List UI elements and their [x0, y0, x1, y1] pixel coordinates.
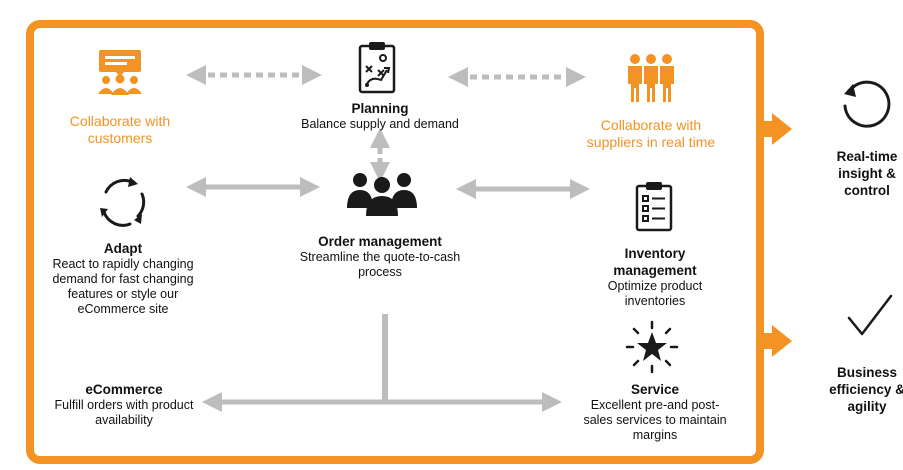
collaborate-suppliers-label: Collaborate with suppliers in real time [586, 117, 716, 150]
presentation-group-icon [98, 50, 142, 95]
adapt-desc: React to rapidly changing demand for fas… [52, 257, 194, 316]
adapt-title: Adapt [103, 241, 143, 256]
ecommerce-node: eCommerce Fulfill orders with product av… [46, 381, 202, 428]
order-management-desc: Streamline the quote-to-cash process [299, 250, 461, 279]
checklist-clipboard-icon [635, 182, 673, 232]
order-management-node: Order management Streamline the quote-to… [285, 233, 475, 280]
outcome-insight-label: Real-time insight & control [836, 149, 898, 198]
refresh-cycle-icon [100, 177, 146, 227]
ecommerce-title: eCommerce [85, 382, 163, 397]
inventory-management-desc: Optimize product inventories [607, 279, 703, 308]
strategy-clipboard-icon [358, 42, 396, 94]
inventory-management-node: Inventory management Optimize product in… [590, 245, 720, 309]
order-management-title: Order management [318, 234, 442, 249]
inventory-management-title: Inventory management [613, 246, 697, 278]
orange-arrow-insight [756, 113, 792, 145]
planning-desc: Balance supply and demand [301, 117, 459, 131]
collaborate-customers-label: Collaborate with customers [69, 113, 171, 146]
people-group-icon [628, 54, 674, 102]
service-title: Service [630, 382, 680, 397]
adapt-node: Adapt React to rapidly changing demand f… [48, 240, 198, 317]
checkmark-icon [847, 294, 893, 336]
ecommerce-desc: Fulfill orders with product availability [54, 398, 194, 427]
service-node: Service Excellent pre-and post-sales ser… [580, 381, 730, 443]
planning-node: Planning Balance supply and demand [290, 100, 470, 132]
circular-arrow-icon [843, 80, 891, 128]
service-desc: Excellent pre-and post-sales services to… [583, 398, 727, 442]
planning-title: Planning [351, 101, 409, 116]
ecosystem-frame [26, 20, 764, 464]
star-burst-icon [625, 320, 679, 374]
orange-arrow-efficiency [756, 325, 792, 357]
outcome-efficiency-label: Business efficiency & agility [829, 365, 903, 414]
team-icon [347, 173, 417, 216]
